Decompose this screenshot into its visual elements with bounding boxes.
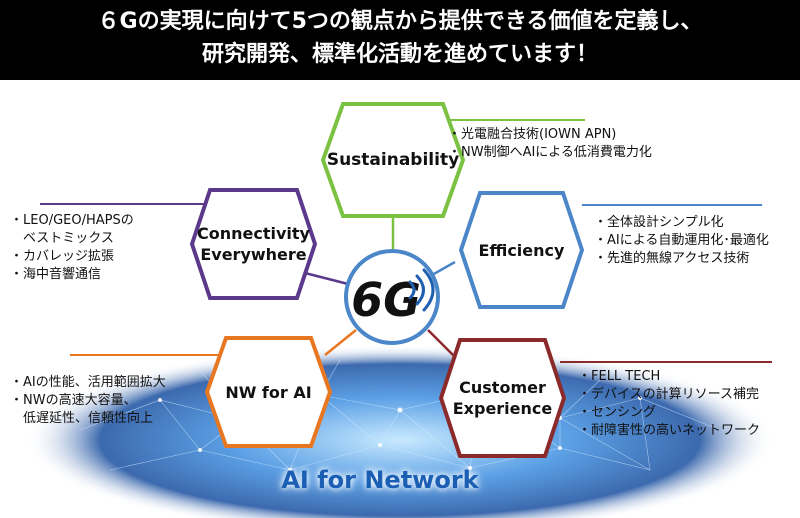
bullets-sustainability: ・光電融合技術(IOWN APN) ・NW制御へAIによる低消費電力化: [448, 127, 652, 160]
center-circle: [344, 249, 440, 345]
header-line-2: 研究開発、標準化活動を進めています！: [201, 42, 598, 67]
hex-efficiency: [458, 191, 585, 309]
hex-label-efficiency: Efficiency: [478, 241, 565, 260]
hex-customer: [438, 338, 567, 458]
hex-label-connectivity: Connectivity Everywhere: [197, 224, 310, 264]
bullets-customer: ・FELL TECH ・デバイスの計算リソース補完 ・センシング ・耐障害性の高…: [578, 369, 761, 438]
header-banner: ６Gの実現に向けて5つの観点から提供できる価値を定義し、 研究開発、標準化活動を…: [0, 0, 800, 80]
spoke-nwforai: [324, 329, 357, 356]
bullets-nwforai: ・AIの性能、活用範囲拡大 ・NWの高速大容量、 低遅延性、信頼性向上: [10, 375, 166, 426]
signal-waves-icon: [408, 268, 435, 312]
hex-sustainability: [320, 102, 466, 218]
bullets-efficiency: ・全体設計シンプル化 ・AIによる自動運用化･最適化 ・先進的無線アクセス技術: [594, 215, 769, 266]
hex-label-sustainability: Sustainability: [326, 150, 460, 170]
bullets-connectivity: ・LEO/GEO/HAPSの ベストミックス ・カバレッジ拡張 ・海中音響通信: [10, 213, 134, 282]
footer-ai-for-network: AI for Network: [281, 466, 479, 494]
hex-nwforai: [204, 336, 333, 448]
spoke-connectivity: [304, 271, 353, 287]
hex-label-nwforai: NW for AI: [225, 383, 312, 402]
hex-label-customer: Customer Experience: [452, 378, 553, 418]
hex-connectivity: [189, 188, 318, 300]
header-line-1: ６Gの実現に向けて5つの観点から提供できる価値を定義し、: [97, 9, 703, 34]
spoke-efficiency: [431, 260, 456, 277]
